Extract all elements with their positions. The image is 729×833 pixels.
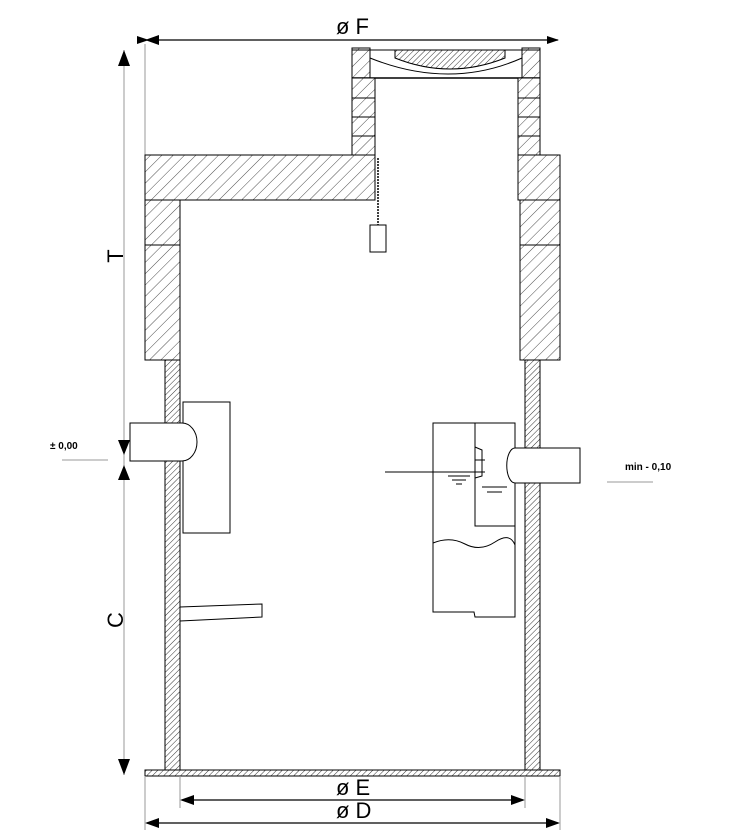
- cover-slab: [144, 154, 561, 201]
- base-slab: [144, 769, 561, 777]
- dimension-e-label: ø E: [336, 775, 370, 800]
- manhole-cover: [351, 47, 541, 79]
- deflector-bar: [179, 603, 263, 622]
- inlet-level-label: ± 0,00: [50, 441, 78, 452]
- inlet-level: ± 0,00: [50, 441, 108, 461]
- adjusting-rings: [351, 77, 541, 156]
- dimension-t-label: T: [103, 249, 128, 262]
- dimension-d-label: ø D: [336, 798, 371, 823]
- upper-shaft-rings: [144, 199, 561, 361]
- outlet-level: min - 0,10: [607, 462, 672, 483]
- dimension-vertical: T C: [103, 50, 130, 775]
- outlet-trap: [385, 422, 581, 618]
- chain-weight: [369, 158, 387, 253]
- inlet-pipe: [129, 401, 231, 534]
- dimension-f: ø F: [137, 14, 559, 155]
- dimension-e: ø E: [179, 775, 526, 808]
- lower-wall: [164, 359, 541, 771]
- dimension-d: ø D: [144, 776, 561, 830]
- dimension-f-label: ø F: [336, 14, 369, 39]
- dimension-c-label: C: [103, 612, 128, 628]
- outlet-level-label: min - 0,10: [625, 462, 672, 473]
